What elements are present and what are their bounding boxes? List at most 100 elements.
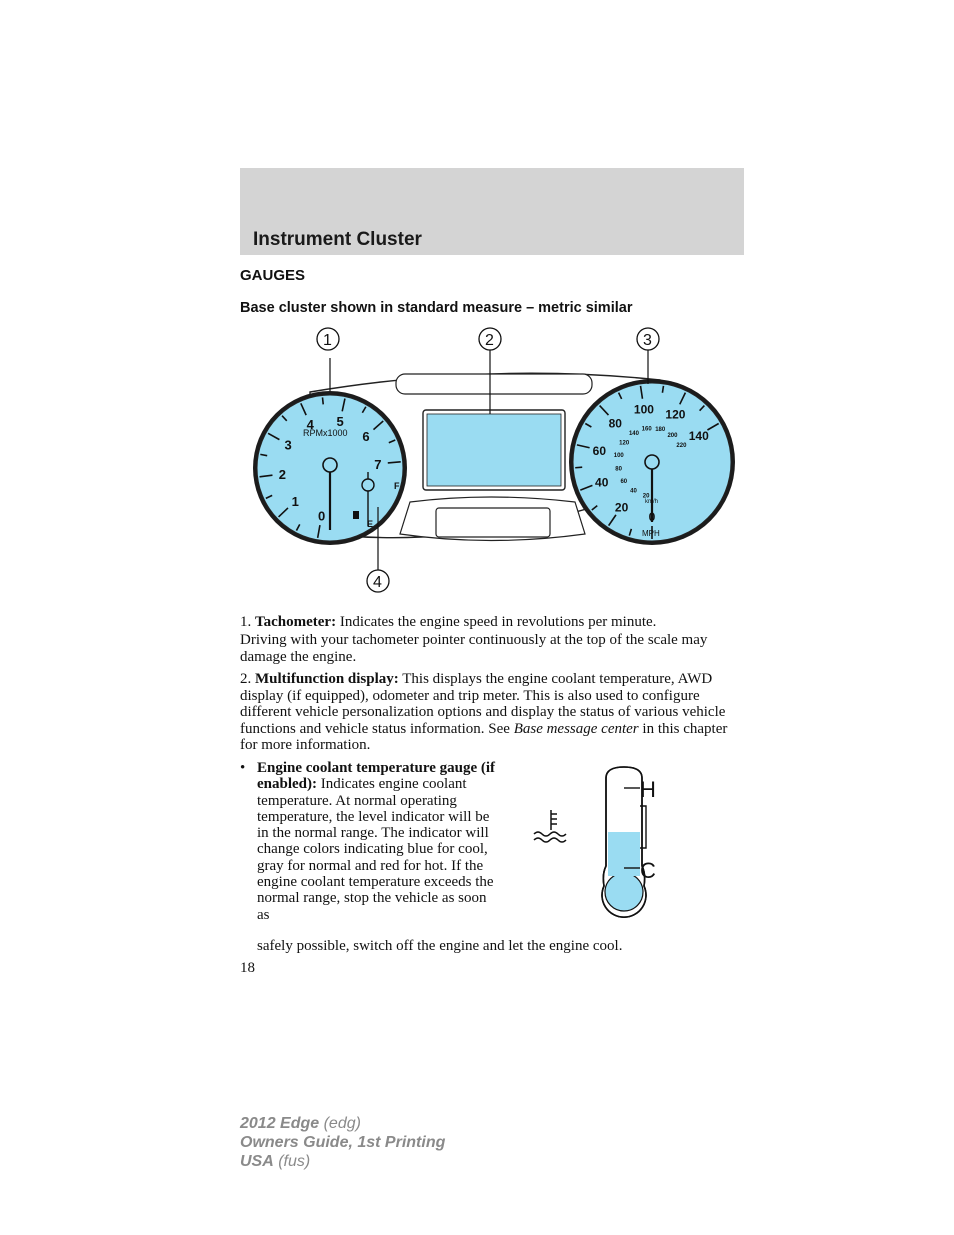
upper-vent	[395, 373, 593, 395]
callout-3: 3	[636, 327, 660, 384]
kmh-scale-label: 40	[630, 489, 637, 495]
kmh-scale-label: 100	[614, 453, 625, 459]
svg-text:4: 4	[373, 574, 382, 591]
item-1-number: 1.	[240, 614, 252, 630]
hot-label: H	[640, 777, 656, 802]
tach-scale-label: 7	[374, 457, 381, 472]
bullet-symbol: •	[240, 760, 246, 776]
speed-tick	[617, 392, 623, 400]
mph-scale-label: 20	[615, 501, 629, 515]
fuel-full-label: F	[394, 481, 400, 491]
speed-tick	[639, 385, 644, 399]
tach-scale-label: 6	[362, 429, 369, 444]
item-2-reference: Base message center	[513, 720, 639, 737]
speed-tick	[591, 505, 598, 511]
kmh-scale-label: 120	[619, 440, 630, 446]
mph-scale-label: 80	[609, 416, 623, 430]
tach-tick	[316, 524, 321, 539]
item-1-text: Indicates the engine speed in revolution…	[336, 614, 657, 630]
fuel-empty-label: E	[367, 519, 373, 529]
footer-market-code: (fus)	[273, 1153, 311, 1170]
item-1: 1. Tachometer: Indicates the engine spee…	[240, 614, 746, 631]
speed-tick	[575, 466, 583, 469]
bullet-term: Engine coolant temperature gauge (if ena…	[257, 760, 496, 793]
tach-tick	[259, 474, 273, 478]
speed-tick	[580, 484, 593, 491]
tach-scale-label: 0	[318, 508, 325, 523]
coolant-temperature-icon	[533, 810, 567, 843]
callout-4: 4	[366, 507, 390, 593]
tach-scale-label: 4	[307, 417, 315, 432]
header-band: Instrument Cluster	[240, 168, 744, 255]
mph-scale-label: 120	[665, 407, 685, 421]
svg-text:1: 1	[323, 332, 332, 349]
callout-2: 2	[478, 327, 502, 414]
footer-line-2: Owners Guide, 1st Printing	[240, 1133, 445, 1152]
kmh-scale-label: 220	[676, 443, 687, 449]
section-heading: GAUGES	[240, 267, 306, 284]
thermometer-gauge: H C	[601, 766, 656, 918]
callout-1: 1	[316, 327, 340, 391]
tach-scale-label: 1	[292, 494, 299, 509]
tach-tick	[278, 507, 289, 518]
speed-tick	[599, 405, 610, 416]
tach-tick	[267, 432, 280, 441]
item-1-note: Driving with your tachometer pointer con…	[240, 632, 708, 665]
footer-guide: Owners Guide, 1st Printing	[240, 1134, 446, 1151]
speed-tick	[628, 528, 633, 536]
tach-tick	[388, 439, 396, 444]
tach-tick	[281, 415, 288, 422]
item-2-text: This displays the engine coolant tempera…	[240, 671, 726, 737]
footer: 2012 Edge (edg) Owners Guide, 1st Printi…	[240, 1114, 445, 1171]
bullet-body: Indicates engine coolant temperature. At…	[257, 776, 494, 923]
tach-tick	[265, 494, 273, 500]
svg-text:3: 3	[643, 332, 652, 349]
tach-tick	[321, 397, 325, 405]
kmh-scale-label: 140	[629, 431, 640, 437]
speed-tick	[584, 422, 592, 428]
bullet-continuation: safely possible, switch off the engine a…	[257, 938, 623, 954]
speed-tick	[607, 514, 617, 527]
fuel-pump-icon	[353, 511, 359, 519]
mph-scale-label: 140	[689, 429, 709, 443]
svg-text:2: 2	[485, 332, 494, 349]
bullet-text: Engine coolant temperature gauge (if ena…	[257, 760, 497, 923]
tach-tick	[295, 524, 301, 531]
kmh-scale-label: 60	[620, 479, 627, 485]
tach-tick	[260, 453, 268, 457]
footer-line-3: USA (fus)	[240, 1152, 445, 1171]
footer-model-code: (edg)	[319, 1115, 361, 1132]
tach-tick	[387, 461, 401, 464]
tach-tick	[372, 420, 384, 431]
item-2-term: Multifunction display:	[255, 671, 399, 687]
tach-scale-label: 2	[279, 467, 286, 482]
page-title: Instrument Cluster	[253, 229, 422, 250]
kmh-scale-label: 160	[642, 426, 653, 432]
footer-line-1: 2012 Edge (edg)	[240, 1114, 445, 1133]
mph-scale-label: 40	[595, 476, 609, 490]
footer-market: USA	[240, 1153, 274, 1170]
speed-tick	[576, 444, 590, 449]
kmh-scale-label: 180	[655, 427, 666, 433]
tach-label: RPMx1000	[303, 428, 348, 438]
tach-tick	[341, 398, 346, 412]
footer-model: 2012 Edge	[240, 1115, 320, 1132]
item-1-term: Tachometer:	[255, 614, 337, 630]
mph-scale-label: 100	[634, 403, 654, 417]
kmh-scale-label: 20	[643, 493, 650, 499]
item-2: 2. Multifunction display: This displays …	[240, 671, 746, 754]
mph-scale-label: 60	[593, 444, 607, 458]
item-2-text-after: in this chapter for more information.	[240, 720, 728, 754]
figure-caption: Base cluster shown in standard measure –…	[240, 300, 633, 316]
item-2-number: 2.	[240, 671, 252, 687]
tach-scale-label: 3	[285, 438, 292, 453]
coolant-gauge-illustration: H C	[533, 766, 656, 918]
speed-tick	[699, 405, 705, 412]
lower-slot	[435, 507, 551, 538]
kmh-scale-label: 200	[667, 433, 678, 439]
speed-tick	[661, 385, 665, 393]
page-number: 18	[240, 960, 255, 976]
